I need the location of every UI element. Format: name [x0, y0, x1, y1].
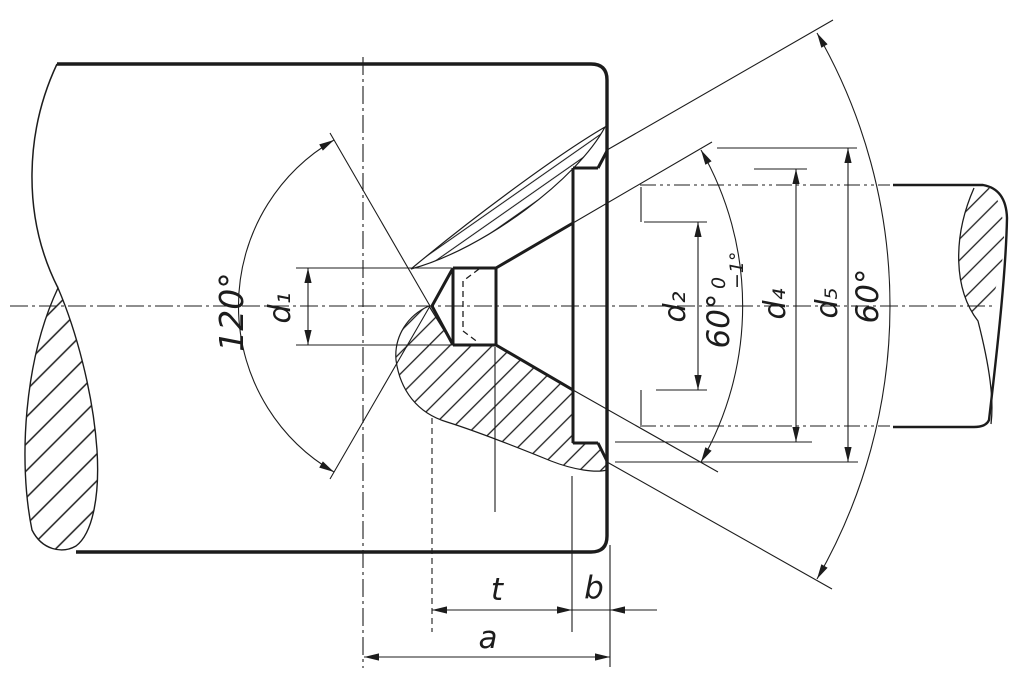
upper-break-lens: [410, 125, 607, 270]
cone-angle-arc: [700, 149, 744, 463]
section-hatching: [24, 125, 1005, 551]
label-angle-120: 120°: [212, 272, 251, 352]
label-cone-angle-group: 60° 0 −1°: [701, 251, 748, 348]
label-d4: d₄: [758, 288, 793, 319]
lower-break-region: [395, 305, 608, 472]
shaft-body-path: [57, 62, 609, 554]
label-cone-tol-upper: 0: [708, 277, 730, 289]
lathe-center: [640, 183, 1009, 429]
dimensions: [238, 32, 891, 667]
angle-120-legs: [329, 132, 431, 480]
label-d5: d₅: [810, 287, 845, 318]
shaft-outline: [31, 62, 609, 554]
label-cone-angle: 60°: [701, 294, 737, 349]
label-center-angle: 60°: [850, 269, 886, 324]
center-angle-arc: [816, 32, 891, 580]
label-a: a: [479, 620, 498, 656]
label-cone-tol-lower: −1°: [726, 251, 748, 289]
right-break-lens: [958, 186, 1005, 321]
center-break-curve: [958, 187, 993, 425]
label-b: b: [584, 570, 604, 606]
cone-60-walls: [495, 221, 574, 392]
center-angle-legs: [606, 19, 834, 590]
dimension-labels: 120° d₁ d₂ 60° 0 −1° d₄ d₅ 60° t b a: [212, 251, 886, 656]
pilot-bore: [451, 266, 498, 347]
left-break-lens: [24, 286, 99, 551]
center-outline: [893, 183, 1009, 429]
angle-120-arc: [238, 139, 335, 473]
shaft-break-curve: [31, 63, 59, 289]
centerlines: [10, 57, 996, 668]
label-d1: d₁: [263, 292, 298, 323]
label-d2: d₂: [658, 291, 693, 322]
label-t: t: [491, 572, 505, 608]
cone-extension-lines: [572, 141, 719, 473]
